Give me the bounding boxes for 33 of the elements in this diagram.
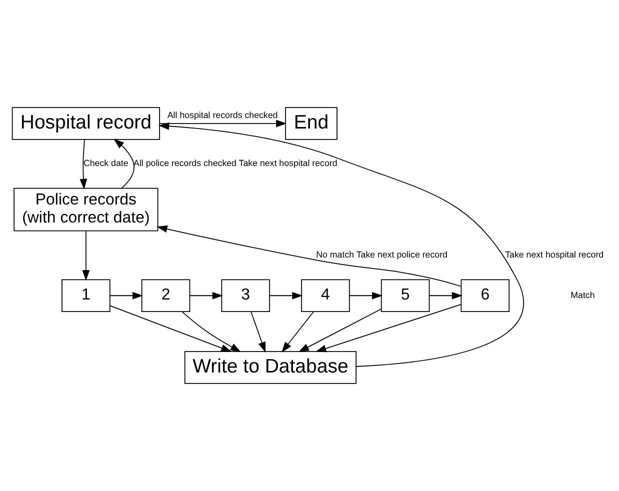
arrow: [110, 292, 144, 300]
arrow: [298, 308, 382, 352]
node-box: 4: [301, 279, 350, 312]
arrow: [156, 225, 462, 287]
arrow: [349, 292, 383, 300]
node-box: Police records (with correct date): [14, 188, 158, 232]
arrow: [159, 120, 287, 128]
arrow: [269, 292, 303, 300]
edge-label: Check date: [83, 158, 128, 168]
node-box: 6: [460, 279, 510, 312]
edge-label: No match Take next police record: [316, 249, 448, 260]
label: Match: [570, 290, 595, 300]
edge-label: All hospital records checked: [167, 110, 278, 120]
arrow: [182, 311, 242, 352]
arrow: [428, 292, 462, 300]
arrow: [80, 139, 88, 190]
arrow: [189, 292, 223, 300]
arrow: [110, 305, 232, 352]
node-box: 5: [380, 279, 430, 312]
arrow: [250, 311, 266, 353]
arrow: [316, 304, 462, 352]
arrow: [114, 138, 134, 189]
node-box: 3: [221, 279, 270, 312]
edge-label: Take next hospital record: [505, 249, 604, 260]
node-box: Hospital record: [12, 107, 160, 140]
node-box: End: [285, 107, 338, 140]
node-box: 1: [62, 279, 110, 312]
arrow: [158, 122, 524, 367]
edge-label: All police records checked Take next hospital record: [134, 158, 338, 168]
arrow: [282, 311, 314, 352]
node-box: 2: [141, 279, 190, 312]
node-box: Write to Database: [184, 351, 357, 384]
arrow: [82, 230, 90, 281]
